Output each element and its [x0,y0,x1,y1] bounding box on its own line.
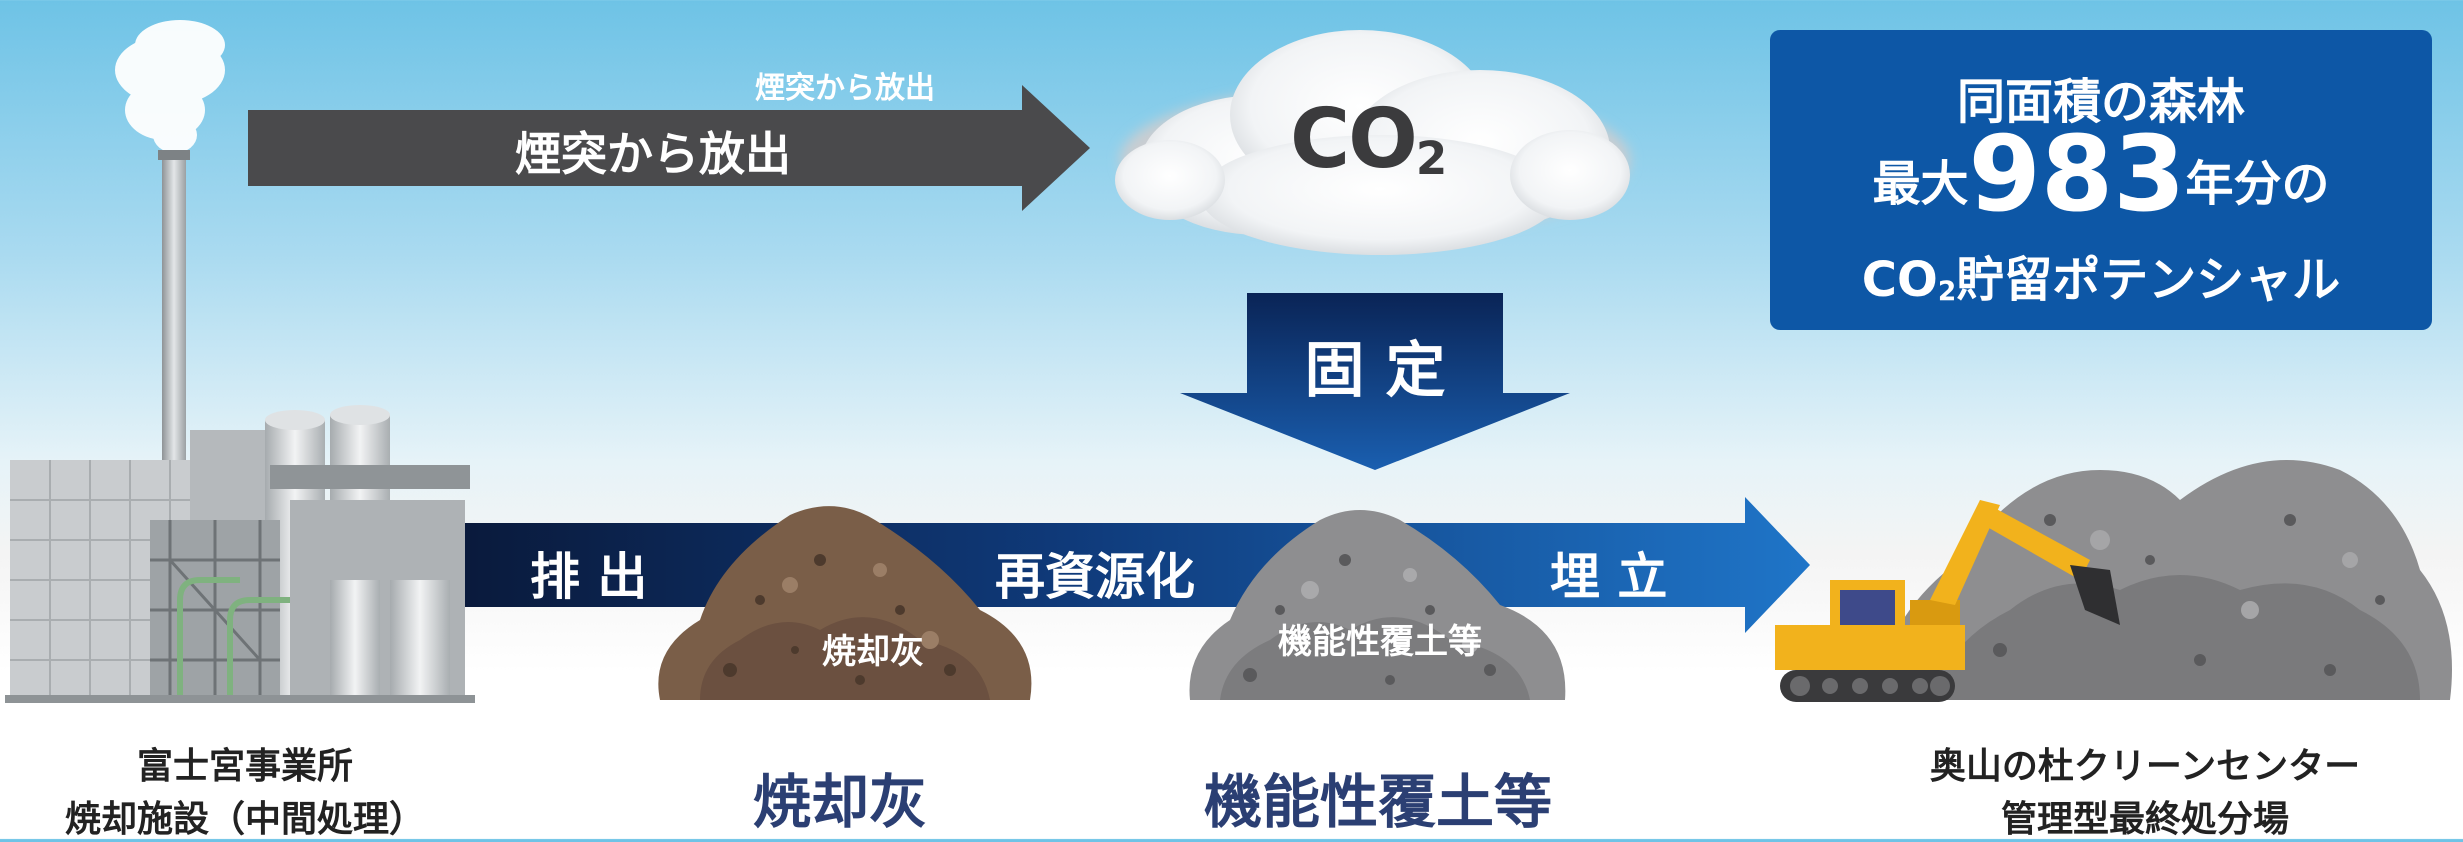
fix-arrow-label: 固 定 [1304,336,1446,406]
fix-arrow [1180,293,1570,470]
info-line-2: 最大983年分の [1770,122,2432,226]
info-number: 983 [1968,113,2186,235]
ash-caption: 焼却灰 [752,768,928,836]
cloud-co2-sub: 2 [1415,131,1447,185]
soil-pile-icon [1189,510,1566,700]
smokestack-arrow [248,85,1090,211]
info-prefix: 最大 [1872,156,1969,212]
factory-icon [5,405,475,703]
facility-caption-line1: 富士宮事業所 [136,746,354,787]
discharge-label: 排 出 [530,548,648,606]
facility-caption-line2: 焼却施設（中間処理） [64,799,426,840]
info-co: CO [1861,252,1938,308]
smokestack-icon [115,20,225,480]
info-rest: 貯留ポテンシャル [1956,252,2341,308]
cloud-co2-label: CO2 [1290,92,1447,187]
excavator-icon [1775,500,2120,702]
info-line-3: CO2貯留ポテンシャル [1770,240,2432,310]
cloud-co2-main: CO [1290,92,1418,187]
recycle-label: 再資源化 [995,548,1195,606]
smokestack-arrow-label: 煙突から放出 [515,127,791,181]
cloud-icon [1115,30,1630,255]
landfill-caption-line1: 奥山の杜クリーンセンター [1929,746,2361,787]
ash-pile-icon [658,506,1032,700]
smokestack-arrow-sublabel: 煙突から放出 [755,71,935,106]
landfill-label: 埋 立 [1550,548,1668,606]
soil-pile-label: 機能性覆土等 [1278,622,1482,662]
storage-potential-box: 同面積の森林 最大983年分の CO2貯留ポテンシャル [1770,30,2432,330]
info-line-1: 同面積の森林 [1956,74,2245,130]
ash-pile-label: 焼却灰 [822,632,924,672]
info-suffix: 年分の [2185,156,2330,212]
info-co-sub: 2 [1937,275,1957,307]
landfill-pile-icon [1880,460,2452,700]
soil-caption: 機能性覆土等 [1203,768,1553,836]
landfill-caption-line2: 管理型最終処分場 [2000,799,2290,840]
